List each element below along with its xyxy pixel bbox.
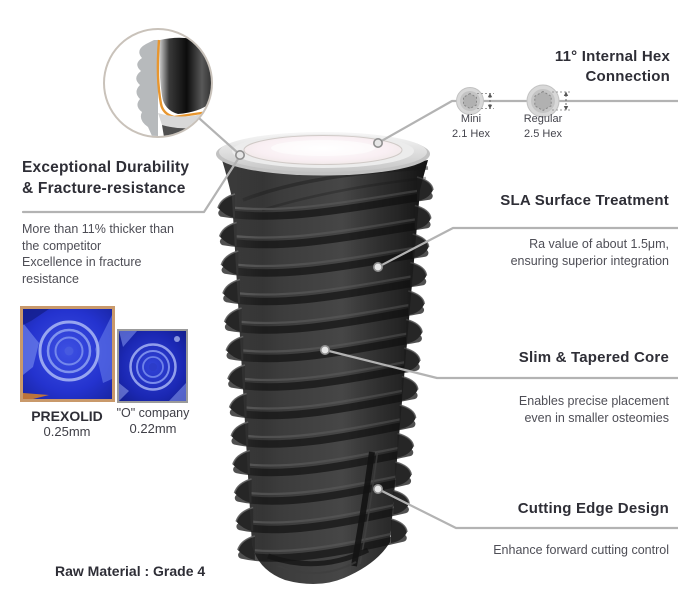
durability-callout-line (21, 154, 242, 214)
prexolid-micrograph (20, 306, 115, 402)
sla-title: SLA Surface Treatment (500, 192, 669, 209)
hex-callout-line (376, 99, 678, 145)
callout-dots (235, 138, 383, 494)
durability-title: Exceptional Durability & Fracture-resist… (22, 159, 190, 197)
dot-cutting (372, 483, 383, 494)
inset-orange-boundary (156, 39, 209, 119)
core-body: Enables precise placement even in smalle… (518, 394, 669, 425)
inset-callout-line (198, 117, 240, 155)
hex-option-mini-size: 2.1 Hex (452, 128, 490, 140)
mini-hex-icon (456, 87, 494, 115)
o-company-micrograph-image (119, 331, 186, 401)
raw-material-note: Raw Material : Grade 4 (55, 563, 206, 579)
o-company-micrograph (117, 329, 188, 403)
o-company-thickness: 0.22mm (129, 421, 177, 436)
dot-sla (372, 261, 383, 272)
opening-reflection (271, 140, 375, 156)
sla-body: Ra value of about 1.5μm, ensuring superi… (510, 237, 669, 268)
cutting-callout-line (376, 487, 678, 530)
magnified-inset (103, 28, 213, 138)
hex-option-regular: Regular 2.5 Hex (509, 112, 577, 142)
cutting-edge-body: Enhance forward cutting control (493, 543, 669, 557)
hex-option-mini-label: Mini (460, 113, 482, 125)
hex-option-regular-size: 2.5 Hex (524, 128, 562, 140)
hex-option-mini: Mini 2.1 Hex (440, 112, 502, 142)
hex-option-regular-label: Regular (523, 113, 563, 125)
callout-lines (21, 99, 678, 530)
hex-connection-title: 11° Internal Hex Connection (554, 48, 670, 85)
prexolid-thickness: 0.25mm (43, 424, 91, 439)
regular-hex-icon (526, 84, 570, 118)
durability-body: More than 11% thicker than the competito… (22, 222, 174, 286)
inset-thread-profile (136, 40, 158, 136)
inset-implant-cross-section (159, 37, 211, 114)
hex-size-icons (456, 84, 570, 118)
prexolid-caption: PREXOLID 0.25mm (10, 408, 124, 440)
prexolid-micrograph-image (23, 309, 112, 399)
cutting-edge-title: Cutting Edge Design (517, 500, 669, 517)
dot-durability (235, 150, 246, 161)
implant-body (216, 132, 434, 585)
prexolid-name: PREXOLID (31, 408, 103, 424)
core-title: Slim & Tapered Core (518, 349, 669, 366)
o-company-name: "O" company (116, 406, 190, 420)
core-callout-line (323, 348, 678, 380)
dot-hex (372, 138, 383, 149)
o-company-caption: "O" company 0.22mm (105, 406, 201, 437)
sla-callout-line (376, 226, 678, 269)
dot-core (319, 344, 330, 355)
